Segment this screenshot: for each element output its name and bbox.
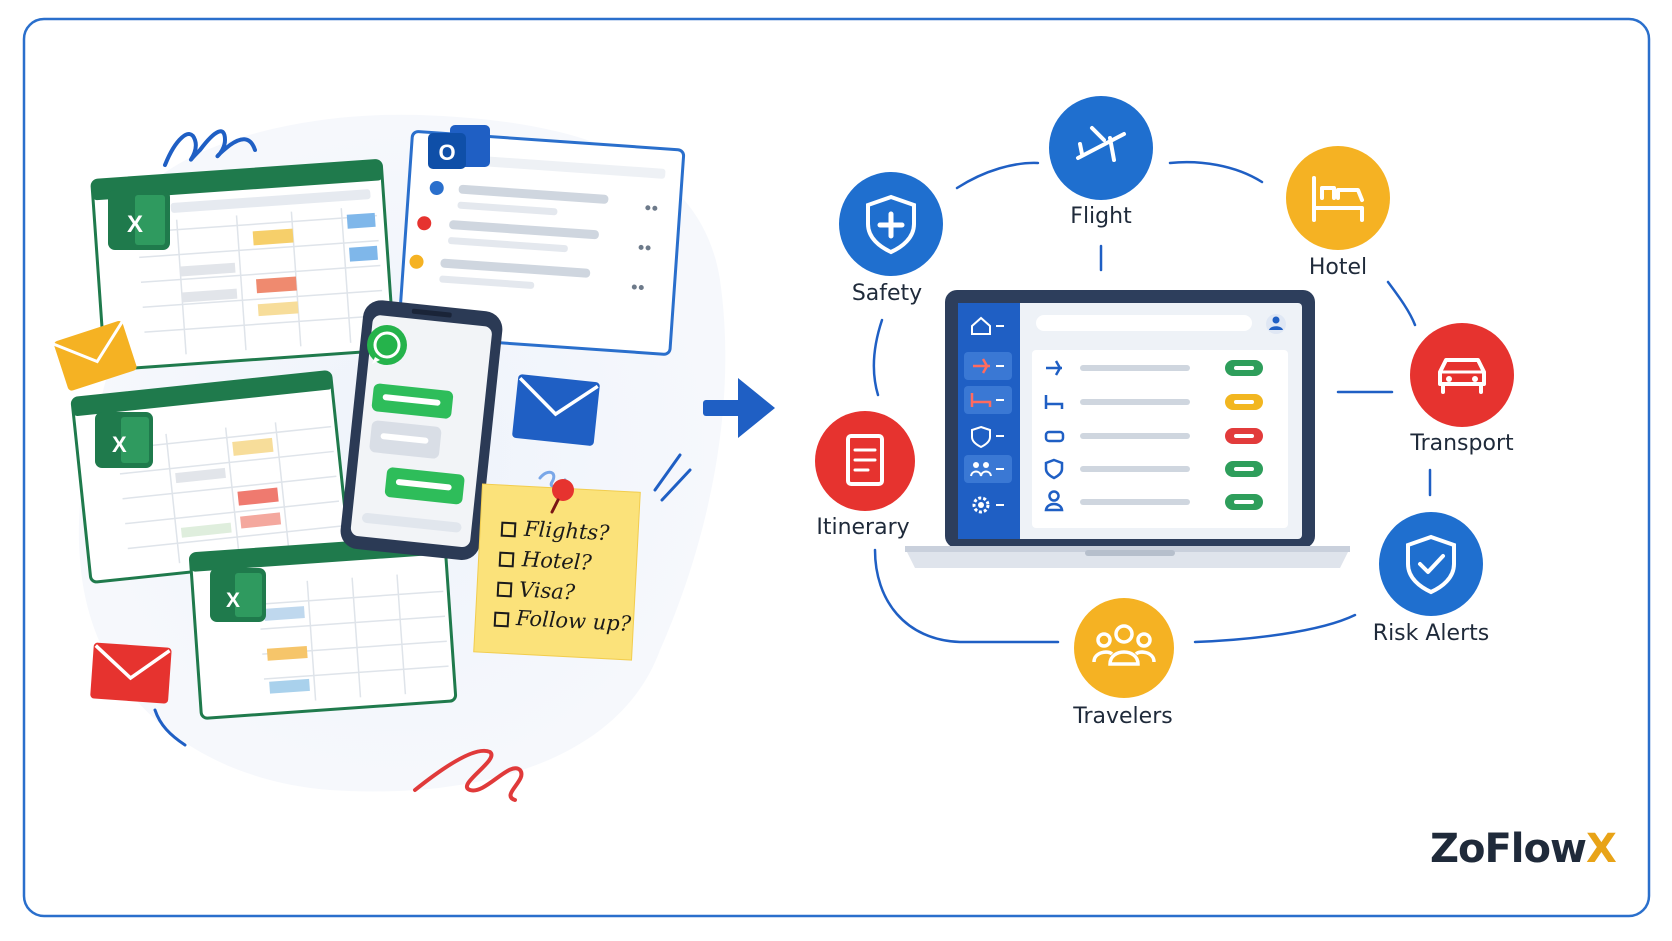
outlook-window	[397, 130, 686, 356]
spreadsheet-window-3	[188, 535, 458, 720]
envelope-icon-blue	[512, 374, 600, 446]
plane-icon	[964, 352, 1012, 380]
right-arrow-icon	[703, 378, 775, 438]
transport-label: Transport	[1410, 431, 1514, 456]
accent-dash-1	[653, 453, 682, 492]
envelope-icon-yellow	[53, 320, 137, 391]
sticky-item-visa: Visa?	[518, 577, 576, 605]
accent-curve	[153, 708, 187, 747]
red-scribble	[413, 748, 524, 802]
svg-text:X: X	[112, 432, 127, 457]
itinerary-node	[815, 411, 915, 511]
cycle-connectors	[872, 160, 1432, 644]
flight-label: Flight	[1070, 204, 1132, 229]
car-icon	[1044, 428, 1263, 444]
shield-icon	[971, 425, 1004, 449]
flight-node	[1049, 96, 1153, 200]
sticky-checkboxes	[493, 521, 517, 628]
user-icon	[1044, 490, 1263, 512]
svg-text:X: X	[127, 211, 143, 238]
dashboard-row-hotel	[1044, 394, 1263, 410]
pushpin-icon	[550, 479, 574, 514]
whatsapp-icon	[367, 325, 407, 365]
safety-label: Safety	[851, 281, 923, 306]
hotel-label: Hotel	[1308, 255, 1368, 280]
excel-icon-2: X	[95, 412, 153, 468]
blue-scribble	[163, 129, 257, 167]
bed-icon	[964, 386, 1012, 414]
svg-text:O: O	[438, 140, 455, 165]
hotel-node	[1286, 146, 1390, 250]
phone-device	[340, 300, 503, 561]
envelope-icon-red	[90, 642, 172, 704]
dashboard-row-safety	[1044, 458, 1263, 480]
brand-logo: ZoFlowX	[1430, 826, 1617, 872]
excel-icon: X	[108, 190, 170, 250]
dashboard-row-flight	[1046, 360, 1263, 376]
accent-dash-2	[660, 468, 692, 502]
sticky-item-hotel: Hotel?	[521, 547, 593, 575]
brand-name: ZoFlow	[1430, 826, 1587, 872]
risk-alerts-label: Risk Alerts	[1372, 621, 1490, 646]
users-icon	[964, 455, 1012, 483]
sticky-item-flights: Flights?	[523, 516, 611, 546]
home-icon	[971, 316, 1004, 335]
outlook-icon: O	[428, 125, 490, 169]
transport-node	[1410, 323, 1514, 427]
svg-text:X: X	[226, 589, 240, 612]
risk-alerts-node	[1379, 512, 1483, 616]
excel-icon-3: X	[210, 568, 266, 622]
safety-node	[839, 172, 943, 276]
brand-suffix: X	[1585, 826, 1617, 872]
travelers-node	[1074, 598, 1174, 698]
laptop-device	[905, 290, 1350, 568]
gear-icon	[972, 496, 1004, 514]
travelers-label: Travelers	[1073, 704, 1173, 729]
itinerary-label: Itinerary	[816, 515, 910, 540]
